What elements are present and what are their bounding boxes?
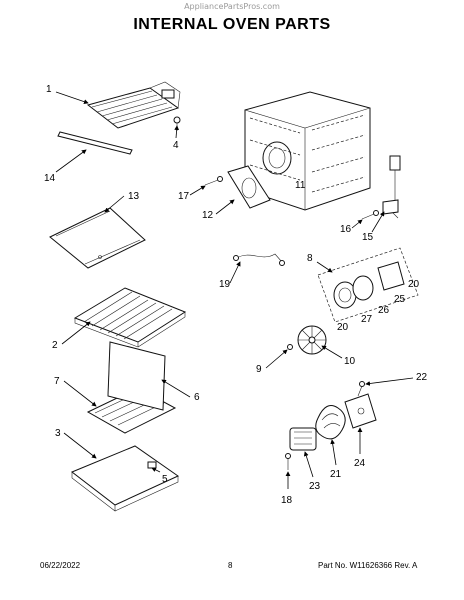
callout-20b: 20 <box>337 322 349 333</box>
broil-element <box>86 81 181 129</box>
nut-part-9 <box>287 344 293 350</box>
screw-part-4 <box>173 116 181 131</box>
callout-20: 20 <box>408 279 420 290</box>
callout-4: 4 <box>173 140 179 151</box>
callout-24: 24 <box>354 458 366 469</box>
temperature-sensor <box>382 155 401 219</box>
convection-element <box>315 405 346 440</box>
screw-part-18 <box>285 453 291 470</box>
callout-1: 1 <box>46 84 52 95</box>
plate-part-13 <box>49 207 146 269</box>
watermark: AppliancePartsPros.com <box>184 2 280 11</box>
fan-cover-gasket <box>227 165 271 209</box>
callout-2: 2 <box>52 340 58 351</box>
convection-fan <box>297 325 327 355</box>
screw-part-22 <box>357 381 365 397</box>
callout-11: 11 <box>295 180 306 191</box>
callout-27: 27 <box>361 314 373 325</box>
callout-19: 19 <box>219 279 231 290</box>
footer-part-no: Part No. W11626366 Rev. A <box>318 561 418 570</box>
callout-22: 22 <box>416 372 428 383</box>
screw-part-16 <box>361 210 379 220</box>
heater-bracket <box>344 393 377 429</box>
screw-part-17 <box>204 176 223 186</box>
bracket-part-14 <box>57 131 133 155</box>
bake-element <box>86 341 177 434</box>
footer-page: 8 <box>228 561 233 570</box>
callout-8: 8 <box>307 253 313 264</box>
callout-13: 13 <box>128 191 140 202</box>
callout-14: 14 <box>44 173 56 184</box>
wire-harness <box>233 253 285 266</box>
convection-assembly <box>317 247 419 323</box>
callout-25: 25 <box>394 294 406 305</box>
callout-12: 12 <box>202 210 214 221</box>
callout-3: 3 <box>55 428 61 439</box>
callout-17: 17 <box>178 191 190 202</box>
convection-motor <box>289 427 317 451</box>
oven-cavity <box>244 91 371 211</box>
leader-lines <box>55 91 414 489</box>
callout-9: 9 <box>256 364 262 375</box>
oven-rack <box>73 287 187 348</box>
callout-5: 5 <box>162 474 168 485</box>
callout-23: 23 <box>309 481 321 492</box>
callout-6: 6 <box>194 392 200 403</box>
callout-26: 26 <box>378 305 390 316</box>
callout-21: 21 <box>330 469 342 480</box>
page-title: INTERNAL OVEN PARTS <box>133 16 331 33</box>
callout-10: 10 <box>344 356 356 367</box>
callout-15: 15 <box>362 232 374 243</box>
callout-16: 16 <box>340 224 352 235</box>
bottom-cover <box>71 445 180 512</box>
footer-date: 06/22/2022 <box>40 561 81 570</box>
callout-18: 18 <box>281 495 293 506</box>
callout-labels: 1 4 14 13 2 7 6 3 5 17 12 11 16 15 8 19 … <box>44 84 428 506</box>
callout-7: 7 <box>54 376 60 387</box>
